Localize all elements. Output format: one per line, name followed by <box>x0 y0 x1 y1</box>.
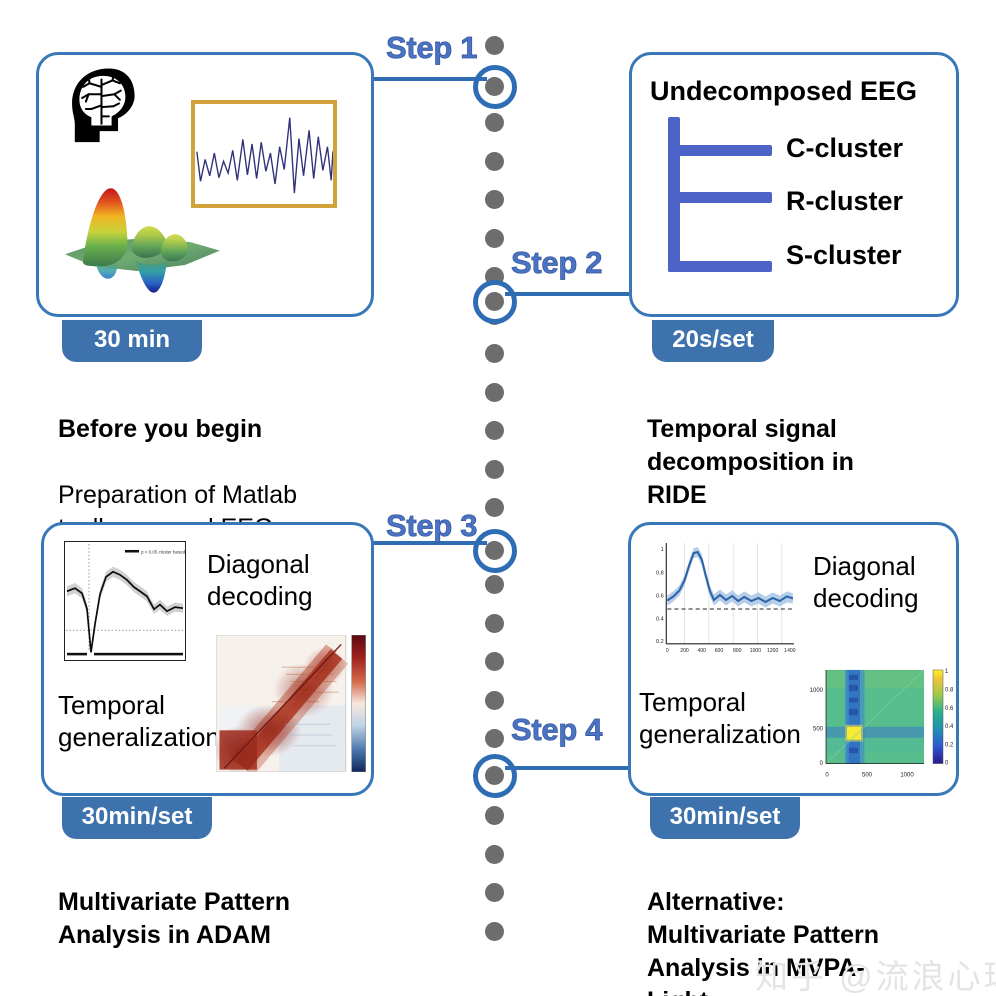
step-label-3: Step 3 <box>386 508 478 544</box>
timeline-dot <box>485 690 504 710</box>
svg-text:0: 0 <box>820 761 824 767</box>
timeline-node-core <box>485 77 504 96</box>
svg-text:0.6: 0.6 <box>656 593 664 599</box>
timeline-dot <box>485 729 504 748</box>
svg-text:0.4: 0.4 <box>656 617 664 623</box>
timeline-node-step4[interactable] <box>472 753 517 798</box>
timeline-dot <box>485 36 504 55</box>
timeline-dot <box>485 113 504 132</box>
svg-text:0.2: 0.2 <box>656 639 664 645</box>
caption-step4-heading: Alternative: Multivariate Pattern Analys… <box>647 888 880 996</box>
timeline-dot <box>485 575 504 594</box>
svg-text:0.4: 0.4 <box>945 724 954 730</box>
timeline-dot <box>485 883 504 902</box>
svg-text:1: 1 <box>945 669 949 675</box>
svg-text:500: 500 <box>813 727 824 733</box>
head-brain-icon <box>61 63 153 155</box>
badge-step4: 30min/set <box>650 797 800 839</box>
caption-step3-heading: Multivariate Pattern Analysis in ADAM <box>58 888 291 949</box>
svg-text:1000: 1000 <box>810 688 824 694</box>
timeline-node-core <box>485 766 504 785</box>
timeline-dot <box>485 228 504 248</box>
step-label-2: Step 2 <box>511 245 603 281</box>
timeline-dot <box>485 921 504 941</box>
undecomposed-eeg-title: Undecomposed EEG <box>650 76 918 106</box>
caption-step1-heading: Before you begin <box>58 415 263 443</box>
temporal-generalization-label-step4: Temporal generalization <box>639 687 801 749</box>
svg-text:600: 600 <box>715 648 724 654</box>
svg-text:0.6: 0.6 <box>945 706 954 712</box>
svg-text:1: 1 <box>661 547 664 553</box>
panel-step1[interactable] <box>36 52 374 317</box>
timeline-node-core <box>485 541 504 560</box>
bracket-arm-s <box>668 261 772 272</box>
adam-diagonal-decoding-curve: p < 0.05 cluster based <box>64 541 186 661</box>
eeg-waveform-plot <box>191 100 337 208</box>
badge-step1: 30 min <box>62 320 202 362</box>
bracket-arm-r <box>668 192 772 203</box>
cluster-label-c: C-cluster <box>786 133 904 163</box>
timeline-node-step1[interactable] <box>472 64 517 109</box>
connector-step3 <box>373 541 487 545</box>
diagonal-decoding-label-step4: Diagonal decoding <box>813 551 919 613</box>
svg-text:0: 0 <box>825 773 829 779</box>
connector-step1 <box>373 77 487 81</box>
svg-text:1000: 1000 <box>900 773 914 779</box>
badge-step2: 20s/set <box>652 320 774 362</box>
svg-text:800: 800 <box>733 648 742 654</box>
svg-text:400: 400 <box>698 648 707 654</box>
caption-step2: Temporal signal decomposition in RIDE <box>647 380 977 545</box>
step-label-1: Step 1 <box>386 30 478 66</box>
svg-text:p < 0.05 cluster based: p < 0.05 cluster based <box>141 549 185 554</box>
timeline-dot <box>485 498 504 517</box>
caption-step2-heading: Temporal signal decomposition in RIDE <box>647 415 854 509</box>
svg-text:200: 200 <box>680 648 689 654</box>
timeline-dot <box>485 190 504 209</box>
cluster-label-s: S-cluster <box>786 240 902 270</box>
timeline-node-step3[interactable] <box>472 528 517 573</box>
timeline-node-step2[interactable] <box>472 279 517 324</box>
svg-text:0: 0 <box>666 648 669 654</box>
panel-step4[interactable]: 1 0.8 0.6 0.4 0.2 0 200 400 600 800 1000… <box>628 522 959 796</box>
timeline-dot <box>485 652 504 671</box>
bracket-arm-c <box>668 145 772 156</box>
timeline-track <box>472 36 517 956</box>
connector-step4 <box>505 766 629 770</box>
panel-step3[interactable]: p < 0.05 cluster based Diagonal decoding… <box>41 522 374 796</box>
connector-step2 <box>505 292 629 296</box>
3d-peaks-surface-plot <box>59 175 227 295</box>
svg-text:1000: 1000 <box>750 648 761 654</box>
svg-text:0.8: 0.8 <box>656 570 664 576</box>
timeline-dot <box>485 844 504 864</box>
timeline-dot <box>485 421 504 440</box>
timeline-dot <box>485 613 504 633</box>
timeline-dot <box>485 459 504 479</box>
adam-temporal-generalization-matrix <box>216 635 368 772</box>
timeline-dot <box>485 382 504 402</box>
cluster-label-r: R-cluster <box>786 186 904 216</box>
svg-text:1200: 1200 <box>767 648 778 654</box>
panel-step2[interactable]: Undecomposed EEG C-cluster R-cluster S-c… <box>629 52 959 317</box>
caption-step3: Multivariate Pattern Analysis in ADAM <box>58 853 408 985</box>
temporal-generalization-label-step3: Temporal generalization <box>58 690 220 752</box>
timeline-dot <box>485 806 504 825</box>
timeline-node-core <box>485 292 504 311</box>
timeline-dot <box>485 151 504 171</box>
step-label-4: Step 4 <box>511 712 603 748</box>
mvpa-temporal-generalization-matrix: 1000 500 0 0 500 1000 <box>797 663 957 785</box>
svg-text:500: 500 <box>862 773 873 779</box>
badge-step3: 30min/set <box>62 797 212 839</box>
caption-step4: Alternative: Multivariate Pattern Analys… <box>647 853 992 996</box>
svg-text:0.2: 0.2 <box>945 743 954 749</box>
watermark: 知乎 @流浪心球 <box>755 958 996 995</box>
svg-text:0.8: 0.8 <box>945 687 954 693</box>
svg-text:0: 0 <box>945 761 949 767</box>
svg-text:1400: 1400 <box>784 648 795 654</box>
diagonal-decoding-label-step3: Diagonal decoding <box>207 549 313 611</box>
mvpa-diagonal-decoding-curve: 1 0.8 0.6 0.4 0.2 0 200 400 600 800 1000… <box>645 539 797 665</box>
timeline-dot <box>485 344 504 363</box>
